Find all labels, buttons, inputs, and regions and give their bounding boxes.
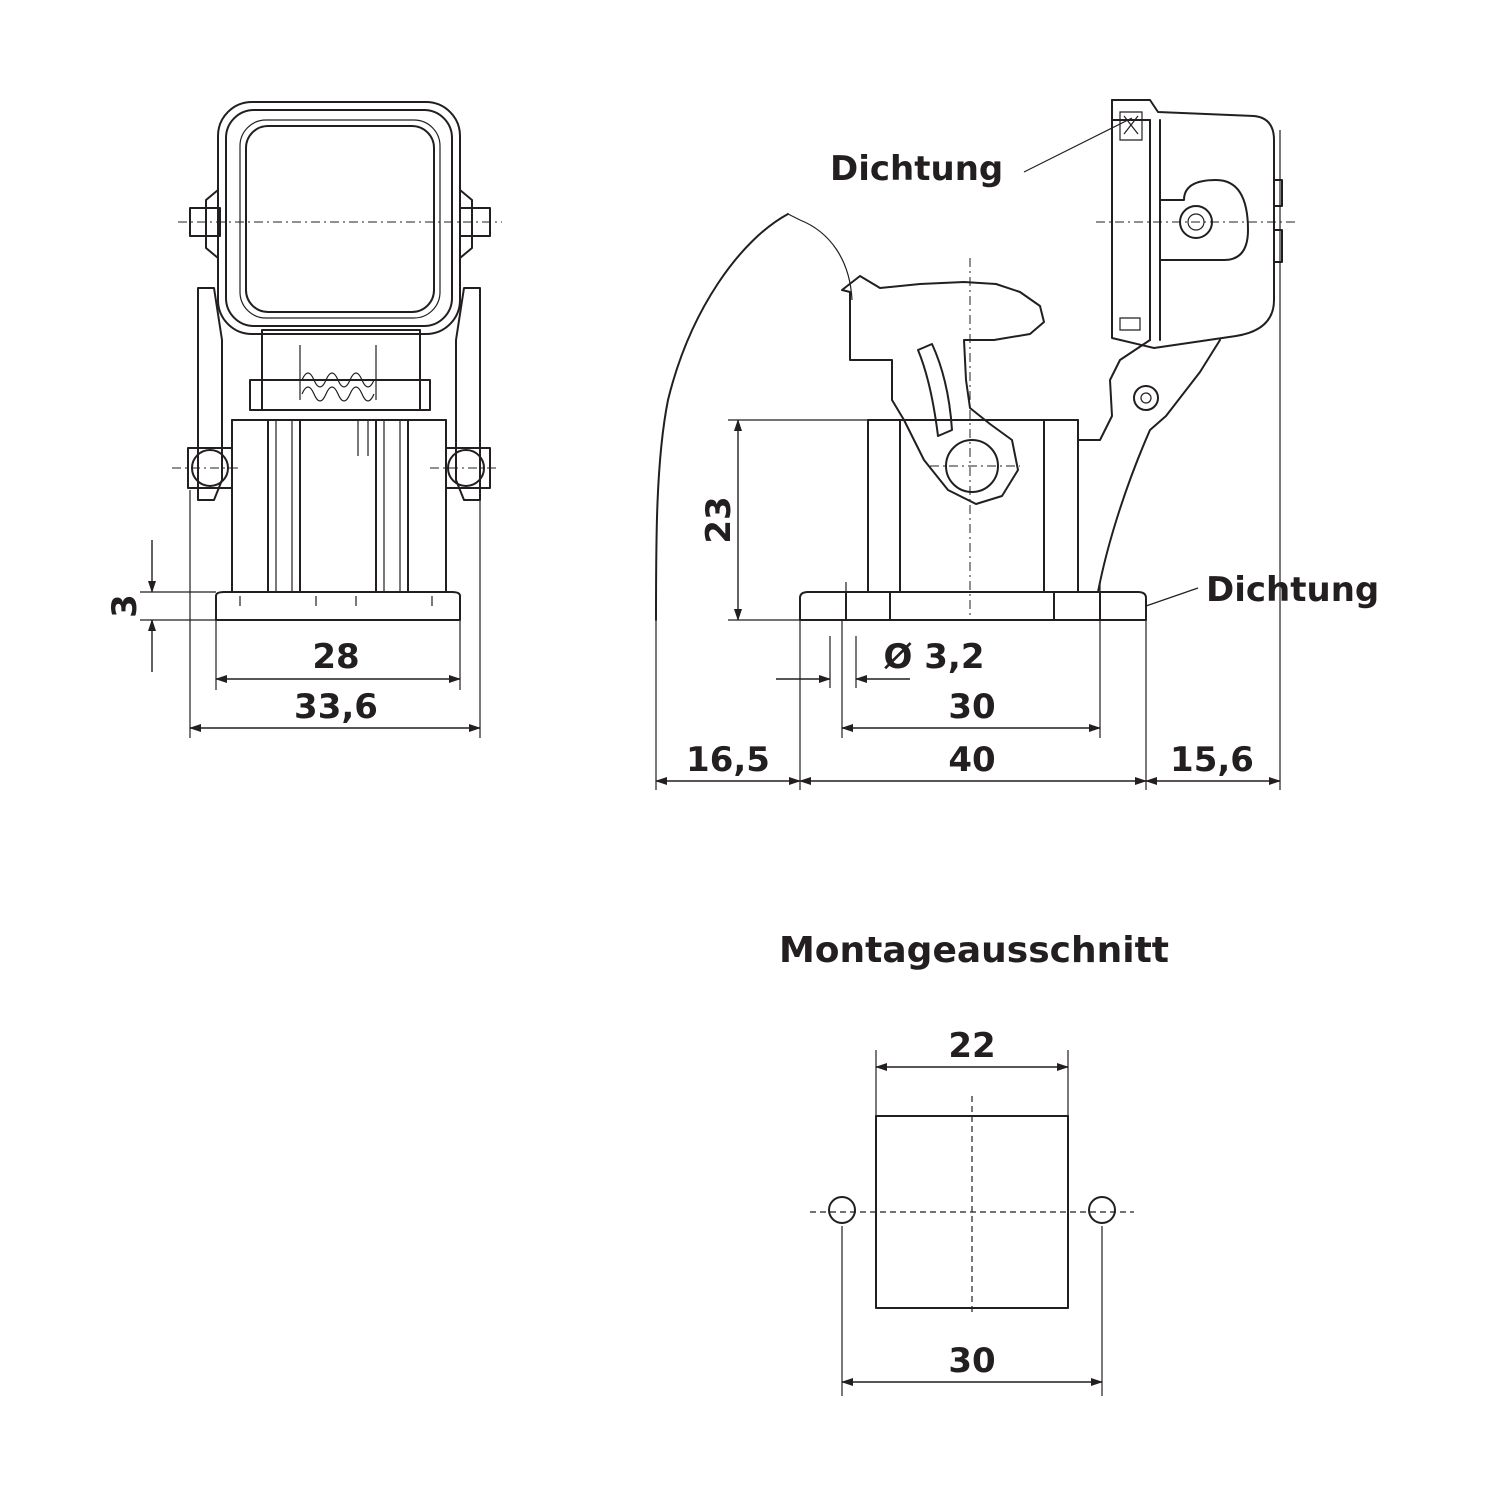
front-view [140, 101, 502, 738]
dim-cutout-width: 22 [948, 1026, 995, 1066]
dim-cutout-hole-spacing: 30 [948, 1341, 995, 1381]
side-view [655, 99, 1296, 790]
cutout-title: Montageausschnitt [779, 930, 1169, 971]
seal-label-top: Dichtung [830, 149, 1003, 189]
cutout-view [810, 1050, 1134, 1396]
dim-side-base-length: 40 [948, 740, 995, 780]
dim-side-left-overhang: 16,5 [686, 740, 770, 780]
dim-front-outer-width: 33,6 [294, 687, 378, 727]
dim-side-hole-spacing: 30 [948, 687, 995, 727]
seal-label-base: Dichtung [1206, 570, 1379, 610]
dim-front-inner-width: 28 [312, 637, 359, 677]
mounting-hole-right [1088, 1196, 1116, 1224]
dim-front-thickness: 3 [105, 594, 145, 618]
dim-side-height: 23 [699, 496, 739, 543]
dim-side-hole-diameter: Ø 3,2 [884, 637, 985, 677]
mounting-hole-left [828, 1196, 856, 1224]
dim-side-right-overhang: 15,6 [1170, 740, 1254, 780]
